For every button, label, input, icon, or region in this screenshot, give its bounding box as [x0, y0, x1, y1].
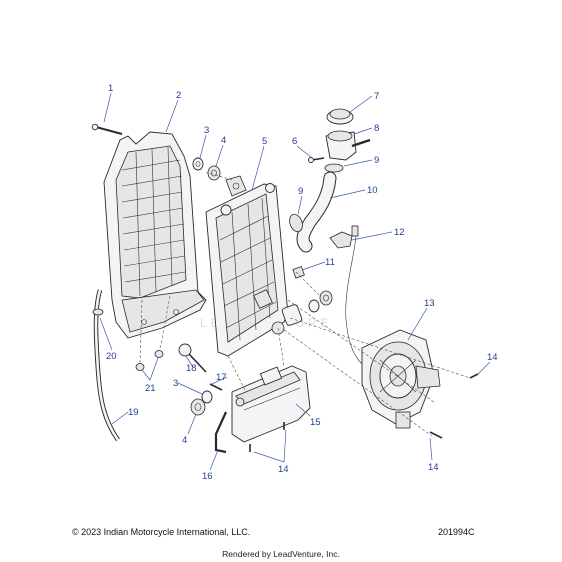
- callout-2: 2: [176, 90, 181, 101]
- radiator-core: [205, 175, 303, 357]
- callout-16: 16: [202, 471, 213, 482]
- grommet-part-4-lower: [190, 398, 206, 416]
- callout-1: 1: [108, 83, 113, 94]
- callout-13: 13: [424, 298, 435, 309]
- callout-15: 15: [310, 417, 321, 428]
- callout-5: 5: [262, 136, 267, 147]
- bolts-part-14: [249, 373, 479, 452]
- hose-clamp-part-9-lower: [289, 213, 303, 233]
- copyright-text: © 2023 Indian Motorcycle International, …: [72, 527, 251, 537]
- assembly-dashed-lines: [139, 171, 471, 437]
- temperature-sensor-wire: [345, 225, 363, 365]
- grommet-part-3-top: [192, 157, 204, 171]
- callout-6: 6: [292, 136, 297, 147]
- callout-8: 8: [374, 123, 379, 134]
- coolant-hose-part-10: [296, 171, 337, 253]
- gasket-part-12: [329, 231, 353, 249]
- callout-21: 21: [145, 383, 156, 394]
- callout-17: 17: [216, 372, 227, 383]
- callout-14-bottom-right: 14: [428, 462, 439, 473]
- document-number: 201994C: [438, 527, 475, 537]
- filler-neck-part-8: [325, 130, 371, 161]
- clip-part-11: [292, 266, 305, 279]
- callout-20: 20: [106, 351, 117, 362]
- cooling-fan-part-13: [361, 329, 441, 429]
- callout-14-bottom: 14: [278, 464, 289, 475]
- hose-clamp-part-20: [92, 308, 104, 316]
- coolant-reservoir-part-15: [231, 365, 311, 443]
- reservoir-cap-part-18: [178, 343, 207, 373]
- callout-12: 12: [394, 227, 405, 238]
- grommet-part-4-top: [207, 165, 221, 181]
- callout-14-right: 14: [487, 352, 498, 363]
- screw-part-17: [209, 383, 223, 391]
- grommets-right: [308, 290, 333, 313]
- bolt-part-1: [91, 123, 123, 135]
- bolt-part-6: [308, 157, 325, 163]
- callout-9-top: 9: [374, 155, 379, 166]
- grommets-part-21: [135, 350, 164, 371]
- leader-lines: [99, 92, 491, 471]
- callout-3: 3: [204, 125, 209, 136]
- radiator-cap-part-7: [326, 108, 354, 125]
- grommet-part-3-lower: [201, 390, 213, 404]
- callout-4: 4: [221, 135, 226, 146]
- rendered-by-credit: Rendered by LeadVenture, Inc.: [222, 549, 340, 559]
- callout-18: 18: [186, 363, 197, 374]
- callout-4-lower: 4: [182, 435, 187, 446]
- callout-7: 7: [374, 91, 379, 102]
- drain-tube-part-16: [214, 411, 228, 454]
- radiator-shroud: [103, 131, 207, 339]
- callout-9-lower: 9: [298, 186, 303, 197]
- callout-11: 11: [325, 257, 335, 268]
- callout-19: 19: [128, 407, 139, 418]
- callout-10: 10: [367, 185, 378, 196]
- callout-3-lower: 3: [173, 378, 178, 389]
- callout-labels: 1 2 3 4 5 6 7 8 9 9 10 11 12 13 14 14 14…: [106, 83, 498, 482]
- hose-clamp-part-9-top: [324, 163, 344, 173]
